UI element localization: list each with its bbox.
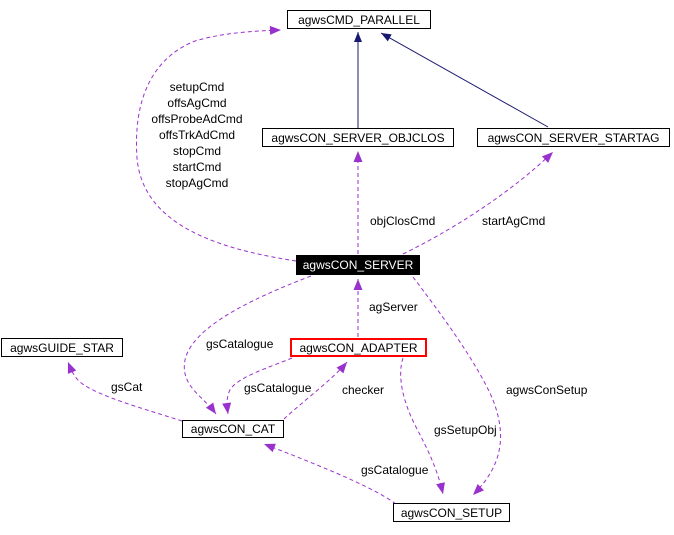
edge-label-parallel-cmd-stack: setupCmd offsAgCmd offsProbeAdCmd offsTr… bbox=[117, 79, 277, 191]
edge-label-startagcmd: startAgCmd bbox=[482, 214, 546, 228]
node-agwscon-adapter[interactable]: agwsCON_ADAPTER bbox=[290, 338, 427, 357]
edge-label-gscatalogue-setup-cat: gsCatalogue bbox=[361, 463, 429, 477]
edge-server-uses-cat bbox=[183, 275, 312, 415]
edge-label-checker: checker bbox=[342, 383, 385, 397]
edge-label-agwsconsetup: agwsConSetup bbox=[506, 383, 588, 397]
node-agwscon-server-objclos[interactable]: agwsCON_SERVER_OBJCLOS bbox=[262, 128, 454, 147]
node-agwsguide-star[interactable]: agwsGUIDE_STAR bbox=[1, 338, 123, 357]
edge-adapter-uses-cat bbox=[222, 357, 293, 415]
edge-label-gscatalogue-adapter-cat: gsCatalogue bbox=[244, 381, 312, 395]
edge-label-startcmd: startCmd bbox=[172, 160, 222, 174]
node-agwscmd-parallel[interactable]: agwsCMD_PARALLEL bbox=[287, 10, 431, 29]
edge-server-uses-setup bbox=[412, 276, 502, 496]
edge-label-gscatalogue-server-cat: gsCatalogue bbox=[206, 337, 274, 351]
node-agwscon-cat[interactable]: agwsCON_CAT bbox=[182, 420, 284, 438]
edge-label-offsagcmd: offsAgCmd bbox=[167, 96, 227, 110]
node-agwscon-server: agwsCON_SERVER bbox=[296, 255, 420, 275]
edge-cat-uses-guidestar bbox=[67, 361, 183, 422]
edge-label-gssetupobj: gsSetupObj bbox=[434, 423, 497, 437]
edge-label-offstrkadcmd: offsTrkAdCmd bbox=[158, 128, 236, 142]
edge-server-uses-startag bbox=[402, 151, 554, 255]
edge-label-agserver: agServer bbox=[369, 300, 418, 314]
edge-label-stopcmd: stopCmd bbox=[172, 144, 222, 158]
edge-label-objcloscmd: objClosCmd bbox=[370, 214, 436, 228]
edge-startag-inherits-parallel bbox=[380, 32, 549, 128]
edge-cat-uses-adapter bbox=[283, 361, 348, 420]
node-agwscon-server-startag[interactable]: agwsCON_SERVER_STARTAG bbox=[477, 128, 670, 147]
edge-server-uses-parallel bbox=[135, 25, 297, 262]
edge-label-gscat: gsCat bbox=[111, 380, 143, 394]
node-agwscon-setup[interactable]: agwsCON_SETUP bbox=[393, 503, 510, 522]
edge-label-setupcmd: setupCmd bbox=[169, 80, 225, 94]
edge-setup-uses-cat bbox=[263, 443, 397, 505]
edge-label-offsprobeadcmd: offsProbeAdCmd bbox=[151, 112, 243, 126]
edge-adapter-uses-setup bbox=[400, 357, 445, 495]
edge-label-stopagcmd: stopAgCmd bbox=[165, 176, 229, 190]
